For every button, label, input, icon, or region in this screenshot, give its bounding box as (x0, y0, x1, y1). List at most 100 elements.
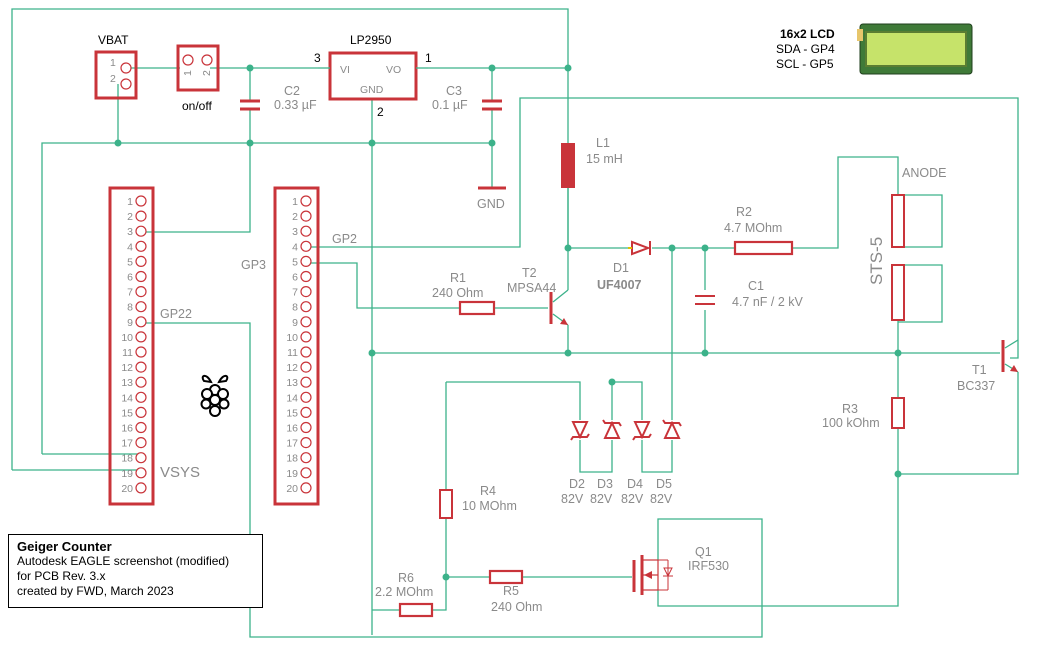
header-pin-number: 20 (121, 483, 133, 495)
l1-label: L1 (596, 136, 610, 150)
header-pin (135, 270, 147, 283)
header-pin-number: 4 (292, 241, 298, 253)
junction-dot (488, 64, 496, 72)
r4-value: 10 MOhm (462, 499, 517, 513)
r2-value: 4.7 MOhm (724, 221, 782, 235)
q1-label: Q1 (695, 545, 712, 559)
header-pin (300, 361, 312, 373)
gnd-label: GND (477, 197, 505, 211)
r1-value: 240 Ohm (432, 286, 483, 300)
header-pin-number: 14 (121, 392, 133, 404)
transistor-t2: T2 MPSA44 (507, 266, 569, 326)
header-pin (300, 391, 312, 403)
switch-label: on/off (182, 99, 212, 113)
resistor-r6: R6 2.2 MOhm (375, 571, 433, 618)
r5-label: R5 (503, 584, 519, 598)
header-pin (300, 195, 312, 207)
header-pin-number: 2 (127, 211, 133, 223)
header-pin (300, 406, 312, 418)
header-pin (300, 331, 312, 343)
header-pin-number: 11 (122, 347, 133, 359)
d1-label: D1 (613, 261, 629, 275)
d2-label: D2 (569, 477, 585, 491)
header-pin-number: 6 (292, 272, 298, 284)
header-pin-number: 9 (127, 317, 133, 329)
capacitor-c1: C1 4.7 nF / 2 kV (695, 279, 804, 309)
c1-value: 4.7 nF / 2 kV (732, 295, 804, 309)
lcd-scl: SCL - GP5 (776, 57, 834, 71)
q1-value: IRF530 (688, 559, 729, 573)
d3-label: D3 (597, 477, 613, 491)
header-pin (300, 346, 312, 358)
header-pin (135, 467, 147, 479)
junction-dot (114, 139, 122, 147)
ground-symbol: GND (477, 186, 506, 211)
header-pin-number: 8 (127, 302, 133, 314)
junction-dot (442, 573, 450, 581)
d4-value: 82V (621, 492, 644, 506)
resistor-r4: R4 10 MOhm (439, 484, 517, 519)
junction-dot (701, 349, 709, 357)
resistor-r2: R2 4.7 MOhm (724, 205, 794, 256)
header-pin (135, 421, 147, 434)
legend-title: Geiger Counter (17, 539, 112, 554)
header-pin-number: 13 (121, 377, 133, 389)
header-pin (135, 361, 147, 373)
anode-label: ANODE (902, 166, 946, 180)
regulator-pin3: 3 (314, 51, 321, 65)
header-pin (300, 240, 312, 252)
header-pin (300, 376, 312, 388)
regulator-vo-label: VO (386, 64, 401, 76)
conn-pin-label: 1 (110, 57, 116, 69)
power-switch: 1 2 on/off (176, 44, 220, 113)
header-pin (135, 210, 147, 222)
zener-d2 (570, 421, 590, 441)
header-pin (300, 467, 312, 479)
d3-value: 82V (590, 492, 613, 506)
c3-value: 0.1 µF (432, 98, 468, 112)
zener-d5 (662, 419, 682, 439)
header-pin-number: 7 (292, 287, 298, 299)
header-pin-number: 16 (121, 423, 133, 435)
legend-box: Geiger Counter Autodesk EAGLE screenshot… (8, 534, 263, 608)
junction-dot (608, 378, 616, 386)
header-pin-number: 5 (127, 256, 133, 268)
header-pin (135, 301, 147, 313)
header-pin (300, 301, 312, 313)
header-pin-number: 3 (292, 226, 298, 238)
regulator-lp2950: LP2950 VI VO GND 3 1 2 (314, 33, 432, 119)
regulator-label: LP2950 (350, 33, 392, 47)
c2-value: 0.33 µF (274, 98, 317, 112)
header-pin (300, 437, 312, 449)
d5-value: 82V (650, 492, 673, 506)
header-pin (135, 316, 147, 328)
header-pin (135, 331, 147, 343)
junction-dot (894, 349, 902, 357)
header-pin (135, 240, 147, 252)
resistor-r5: R5 240 Ohm (488, 569, 542, 614)
header-pin (135, 376, 147, 388)
header-pin (300, 225, 312, 237)
t2-label: T2 (522, 266, 537, 280)
header-pin (300, 270, 312, 283)
t2-value: MPSA44 (507, 281, 556, 295)
r6-value: 2.2 MOhm (375, 585, 433, 599)
header-pin-number: 5 (292, 256, 298, 268)
tube-label: STS-5 (867, 237, 886, 285)
junction-dot (564, 349, 572, 357)
raspberry-logo (200, 374, 230, 417)
gp3-label: GP3 (241, 258, 266, 272)
lcd-screen (865, 31, 967, 67)
header-pin (300, 255, 312, 267)
header-pin (300, 316, 312, 328)
inductor-l1: L1 15 mH (561, 136, 623, 188)
regulator-pin1: 1 (425, 51, 432, 65)
l1-value: 15 mH (586, 152, 623, 166)
header-pin-number: 18 (121, 453, 133, 465)
r2-label: R2 (736, 205, 752, 219)
mosfet-q1: Q1 IRF530 (632, 545, 729, 595)
header-pin-number: 15 (286, 407, 298, 419)
r3-value: 100 kOhm (822, 416, 880, 430)
